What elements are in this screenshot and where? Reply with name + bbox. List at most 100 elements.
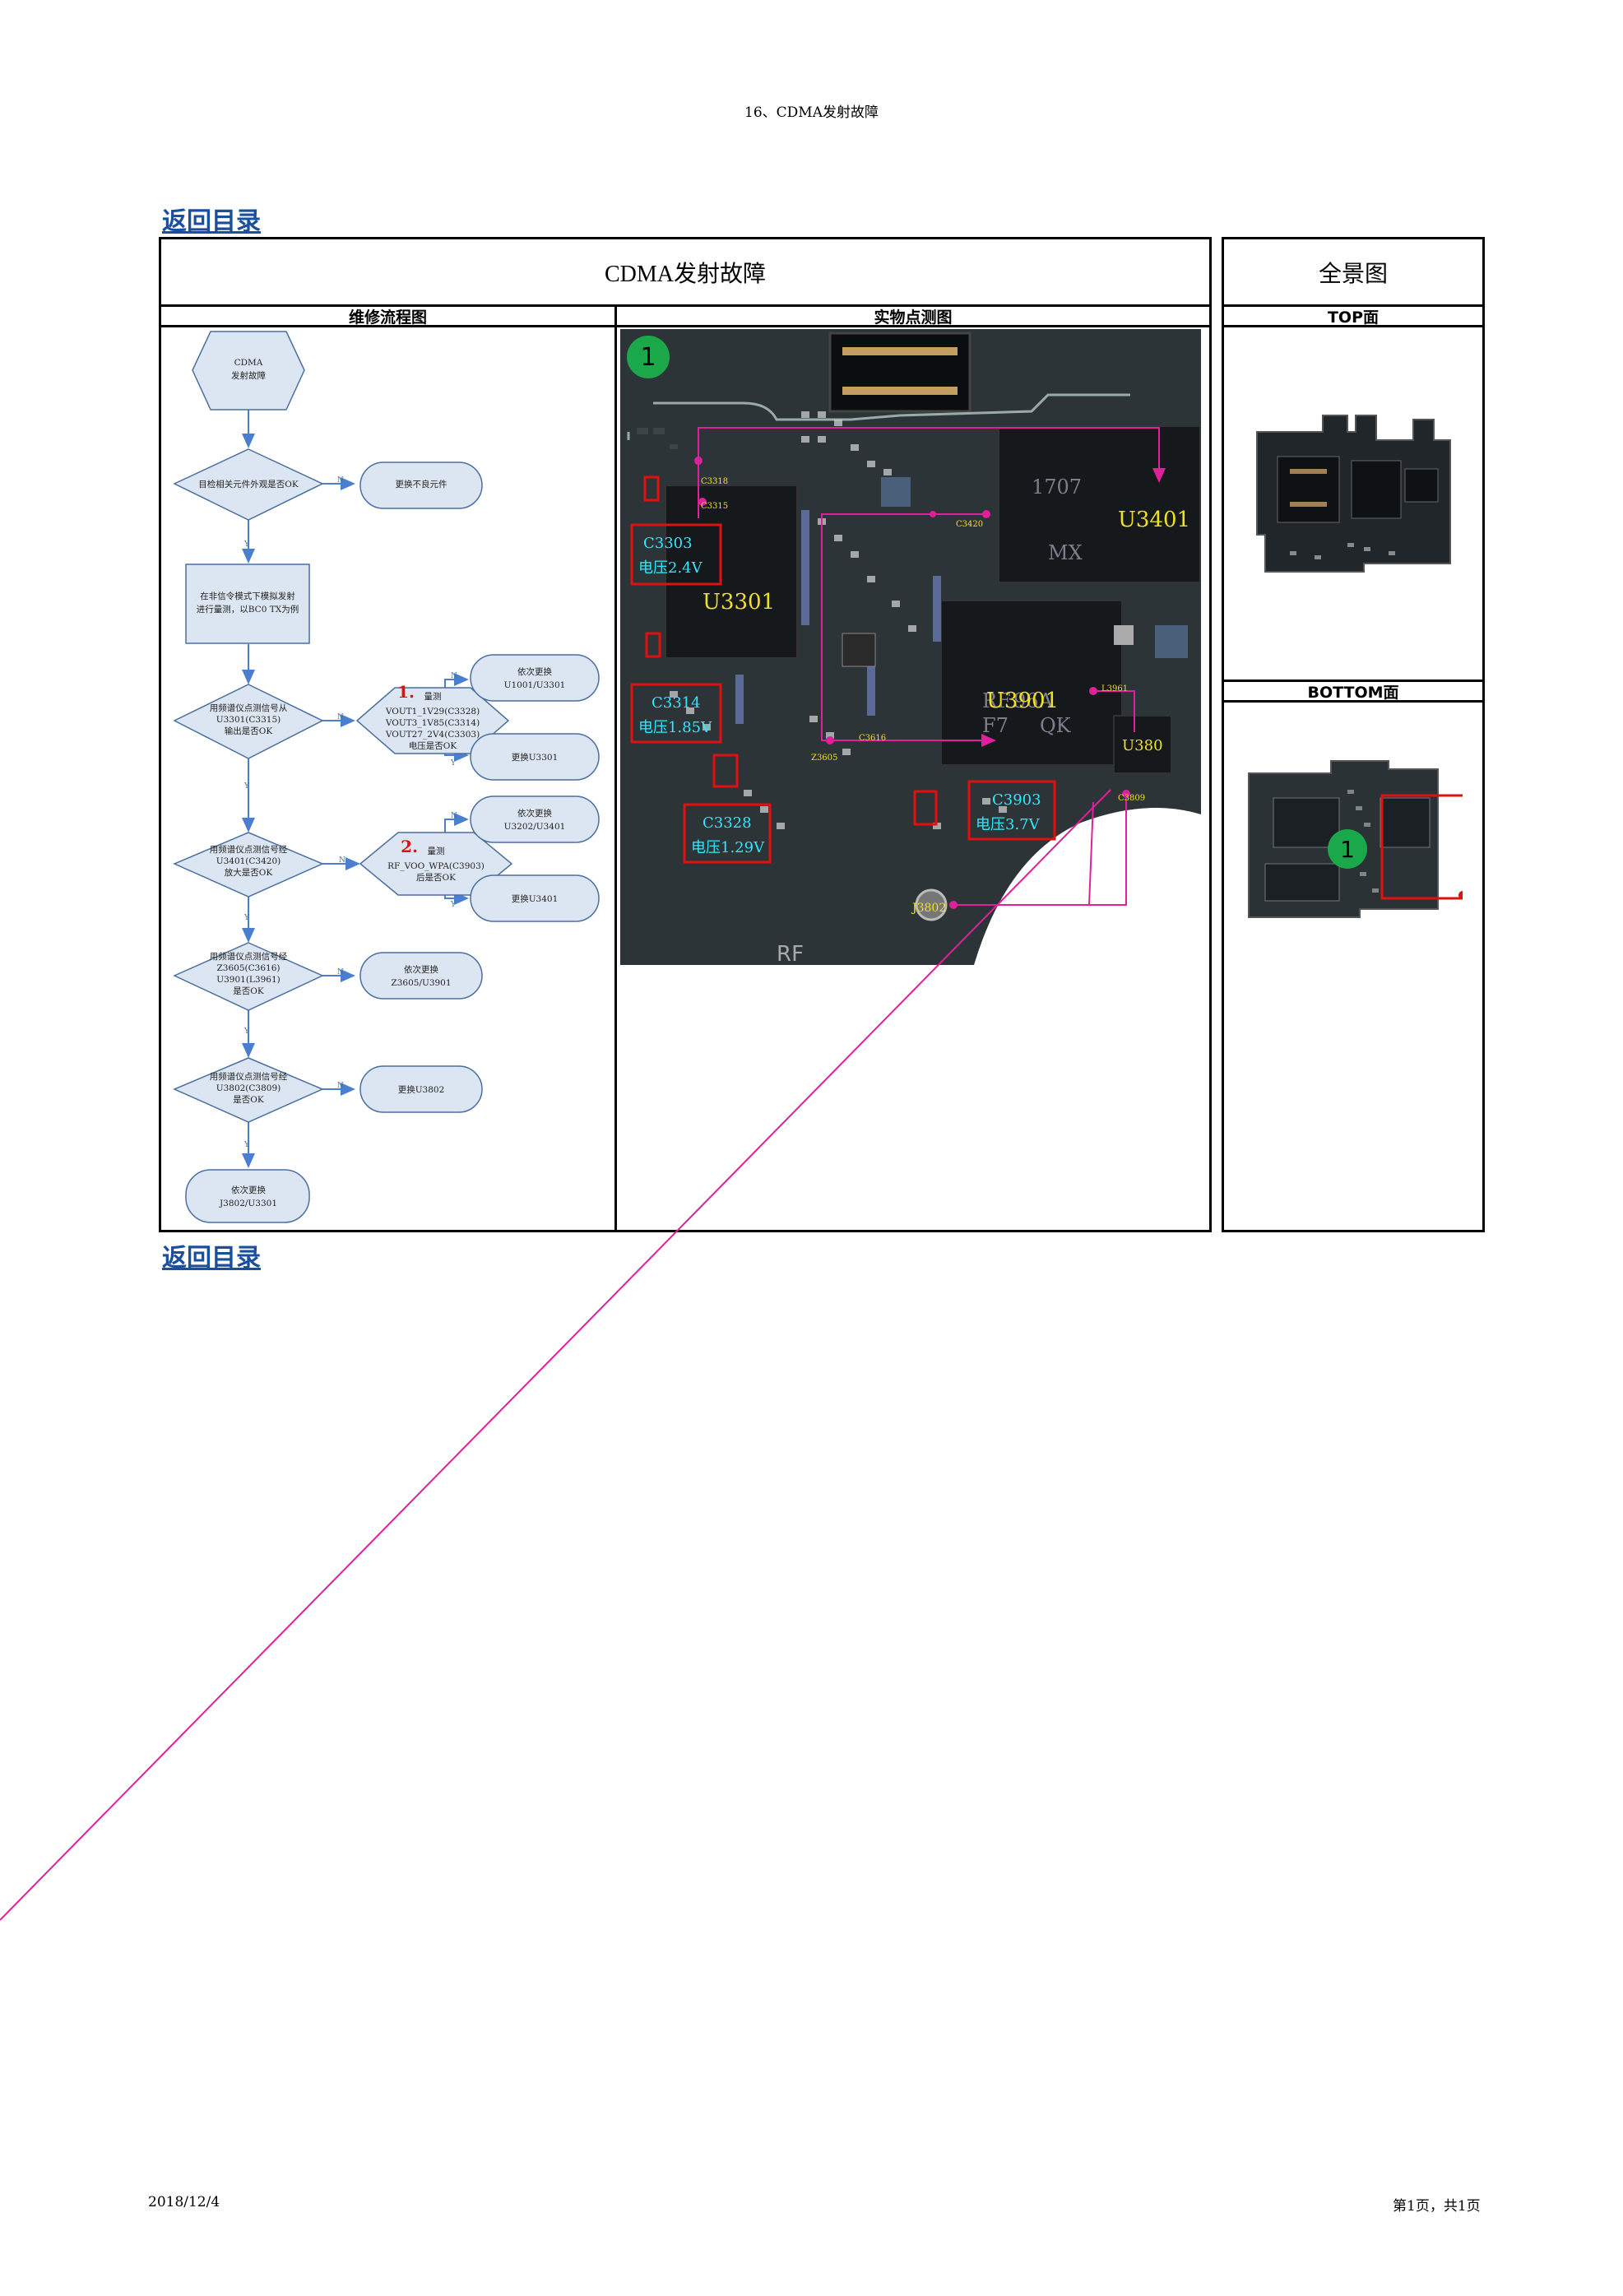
measure-step-2-number: 2.: [401, 837, 418, 856]
flowchart-action-2a: [470, 654, 600, 702]
measure-box-c3903: [967, 780, 1056, 841]
q4-line-3: 放大是否OK: [225, 867, 273, 878]
measure-name-c3903: C3903: [992, 791, 1041, 809]
q6-line-2: U3802(C3809): [216, 1083, 281, 1093]
q5-line-1: 用频谱仪点测信号经: [210, 951, 288, 962]
flowchart-action-4: [359, 952, 483, 1000]
m1-line-4: VOUT27_2V4(C3303): [385, 730, 480, 740]
divider: [159, 325, 1212, 327]
board-top-view-photo: [1256, 415, 1451, 573]
small-ic: [842, 633, 876, 667]
r2b-text: 更换U3401: [512, 893, 559, 904]
divider: [1222, 325, 1485, 327]
yes-label: Y: [243, 1027, 250, 1036]
r1a-line-2: U1001/U3301: [504, 680, 566, 690]
no-label: N: [337, 968, 344, 976]
measure-box-c3303: [630, 523, 722, 586]
q5-line-4: 是否OK: [233, 986, 264, 996]
m1-line-1: 量测: [424, 691, 442, 702]
q6-line-1: 用频谱仪点测信号经: [210, 1071, 288, 1082]
q6-line-3: 是否OK: [233, 1095, 264, 1105]
measure-name-c3328: C3328: [703, 814, 752, 832]
back-to-contents-link-bottom[interactable]: 返回目录: [162, 1244, 261, 1273]
q3-line-1: 用频谱仪点测信号从: [210, 703, 288, 713]
silkscreen-label: RF: [777, 942, 804, 965]
bottom-view-badge: [1328, 829, 1367, 869]
flowchart-action-5: [359, 1065, 483, 1113]
divider: [1222, 700, 1485, 703]
bottom-view-highlight-box: [1380, 794, 1463, 900]
main-table-title: CDMA发射故障: [604, 262, 766, 287]
point-label-j3802: J3802: [911, 902, 946, 915]
m1-line-3: VOUT3_1V85(C3314): [385, 718, 480, 728]
bottom-view-label: BOTTOM面: [1307, 683, 1399, 702]
chip-marking-96a: 96A: [1013, 689, 1054, 712]
m1-line-5: 电压是否OK: [409, 740, 457, 751]
back-to-contents-link-top[interactable]: 返回目录: [162, 207, 261, 236]
chip-label-u3401: U3401: [1118, 508, 1190, 532]
no-label: N: [451, 812, 457, 820]
measure-value-c3303: 电压2.4V: [638, 559, 703, 577]
q4-line-2: U3401(C3420): [216, 856, 281, 866]
q5-line-3: U3901(L3961): [216, 975, 280, 985]
q3-line-3: 输出是否OK: [225, 726, 273, 736]
flowchart-process-2: [185, 564, 310, 644]
step-badge: [627, 336, 670, 378]
divider: [1222, 680, 1485, 682]
yes-label: Y: [243, 914, 250, 922]
q1-text: 目检相关元件外观是否OK: [198, 479, 299, 489]
flowchart-check-2: [359, 832, 513, 896]
footer-date: 2018/12/4: [148, 2194, 220, 2210]
chip-u3901: [940, 600, 1123, 766]
point-label-c3616: C3616: [859, 734, 886, 743]
point-label-z3605: Z3605: [811, 754, 837, 763]
pointer-line: [0, 789, 1111, 1921]
chip-u3802: [1113, 715, 1172, 774]
bottom-view-badge-number: 1: [1340, 836, 1355, 863]
q3-line-2: U3301(C3315): [216, 715, 281, 725]
chip-marking-rf: RF: [982, 689, 1011, 712]
no-label: N: [451, 672, 457, 680]
page-header-title: 16、CDMA发射故障: [744, 104, 879, 121]
flowchart-action-1: [359, 462, 483, 509]
repair-flowchart: CDMA 发射故障 目检相关元件外观是否OK 更换不良元件 在非信令模式下模拟发…: [173, 331, 600, 1223]
overview-title: 全景图: [1318, 262, 1388, 287]
measure-name-c3314: C3314: [652, 694, 701, 712]
pcb-measurement-photo: RF 96A F7 QK 1707 MX RF U3401 U3301 U390…: [620, 329, 1201, 965]
end-line-1: 依次更换: [231, 1185, 266, 1195]
flowchart-action-3a: [470, 795, 600, 843]
chip-marking-mx: MX: [1048, 541, 1083, 564]
m2-line-2: RF_VOO_WPA(C3903): [387, 861, 485, 871]
measure-value-c3314: 电压1.85V: [638, 719, 712, 736]
divider: [159, 304, 1212, 307]
a1-text: 更换不良元件: [396, 479, 447, 489]
flowchart-decision-1: [173, 448, 324, 521]
yes-label: Y: [243, 782, 250, 791]
r1a-line-1: 依次更换: [517, 666, 552, 677]
point-label-c3318: C3318: [701, 477, 728, 486]
r4-text: 更换U3802: [398, 1084, 445, 1095]
yes-label: Y: [450, 759, 457, 768]
r2a-line-2: U3202/U3401: [504, 822, 566, 832]
flowchart-action-3b: [470, 874, 600, 922]
r2a-line-1: 依次更换: [517, 808, 552, 819]
chip-marking-1707: 1707: [1032, 475, 1082, 499]
column-divider: [614, 304, 617, 1232]
connector-j3802: [915, 888, 948, 921]
step-badge-number: 1: [640, 343, 656, 372]
measure-box-c3328: [683, 803, 772, 864]
overview-table: [1222, 237, 1485, 1232]
photo-column-header: 实物点测图: [874, 308, 953, 327]
m2-line-3: 后是否OK: [416, 873, 456, 883]
yes-label: Y: [450, 901, 457, 909]
top-view-label: TOP面: [1327, 308, 1380, 327]
flowchart-start-node: [192, 331, 305, 410]
no-label: N: [337, 1082, 344, 1090]
chip-label-u3301: U3301: [703, 590, 775, 615]
footer-page-number: 第1页，共1页: [1393, 2198, 1481, 2215]
no-label: N: [337, 713, 344, 721]
small-ic: [1155, 625, 1188, 658]
point-label-c3809: C3809: [1118, 794, 1145, 803]
end-line-2: J3802/U3301: [219, 1199, 277, 1208]
r3-line-1: 依次更换: [404, 964, 438, 975]
